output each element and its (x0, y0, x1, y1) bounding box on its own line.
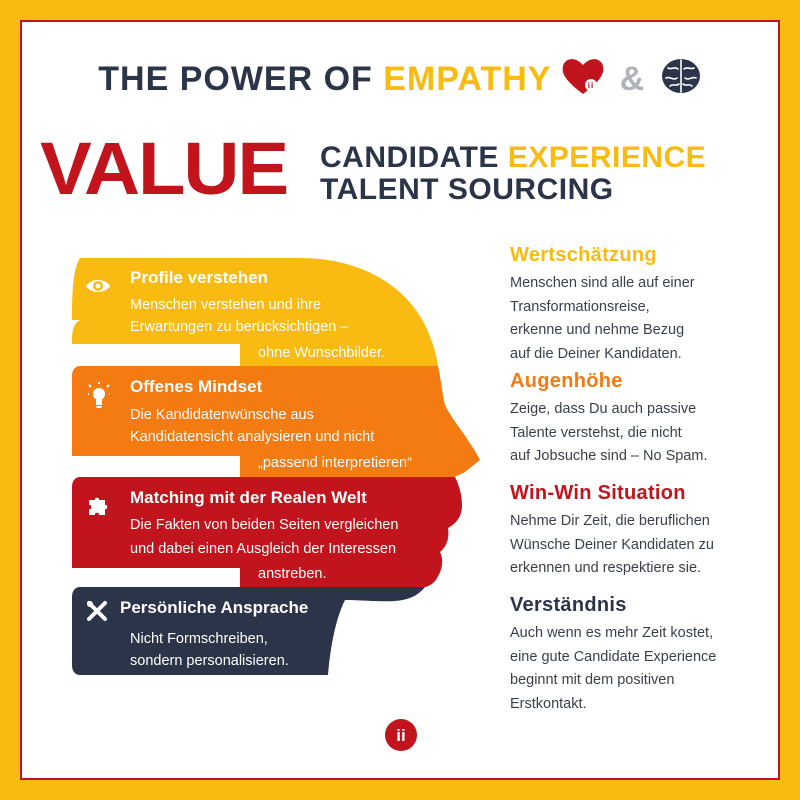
right-text-augenhoehe: Zeige, dass Du auch passive Talente vers… (510, 401, 708, 464)
value-line-1: CANDIDATE EXPERIENCE (320, 141, 707, 174)
right-title-wertschaetzung: Wertschätzung (510, 244, 657, 266)
band-orange-shape (72, 366, 480, 477)
logo-badge: ii (384, 718, 418, 757)
heart-icon: ii (561, 56, 605, 105)
band-yellow-shape (72, 258, 438, 366)
value-subtitle: CANDIDATE EXPERIENCE TALENT SOURCING (320, 142, 706, 206)
band-text-ansprache-1: Nicht Formschreiben, (130, 631, 268, 647)
band-title-mindset: Offenes Mindset (130, 377, 263, 396)
logo-text: ii (396, 726, 405, 745)
tools-icon (86, 600, 108, 627)
eye-icon (84, 276, 112, 301)
right-text-wertschaetzung: Menschen sind alle auf einer Transformat… (510, 275, 695, 362)
value-title: VALUE (40, 127, 289, 210)
right-section-winwin: Win-Win Situation Nehme Dir Zeit, die be… (510, 482, 770, 581)
band-text-mindset-1: Die Kandidatenwünsche aus (130, 407, 314, 423)
right-title-augenhoehe: Augenhöhe (510, 370, 623, 392)
ampersand: & (619, 60, 646, 98)
band-red-shape (72, 477, 462, 587)
band-text-matching-3: anstreben. (258, 566, 327, 582)
band-title-profile: Profile verstehen (130, 268, 268, 287)
band-text-profile-1: Menschen verstehen und ihre (130, 297, 322, 313)
right-section-wertschaetzung: Wertschätzung Menschen sind alle auf ein… (510, 244, 770, 366)
band-navy-shape (72, 587, 425, 675)
right-text-verstaendnis: Auch wenn es mehr Zeit kostet, eine gute… (510, 625, 717, 712)
band-text-mindset-2: Kandidatensicht analysieren und nicht (130, 429, 375, 445)
band-text-mindset-3: „passend interpretieren“ (258, 455, 412, 471)
puzzle-icon (86, 494, 110, 523)
headline: THE POWER OF EMPATHY ii & (0, 56, 800, 105)
headline-highlight: EMPATHY (383, 60, 551, 98)
band-text-profile-3: ohne Wunschbilder. (258, 345, 386, 361)
brain-icon (660, 56, 702, 105)
headline-text: THE POWER OF (98, 60, 384, 98)
lightbulb-icon (87, 382, 111, 417)
right-text-winwin: Nehme Dir Zeit, die beruflichen Wünsche … (510, 513, 714, 576)
band-title-matching: Matching mit der Realen Welt (130, 488, 367, 507)
band-text-matching-2: und dabei einen Ausgleich der Interessen (130, 541, 397, 557)
svg-text:ii: ii (588, 81, 594, 90)
right-title-winwin: Win-Win Situation (510, 482, 686, 504)
band-title-ansprache: Persönliche Ansprache (120, 598, 309, 617)
right-section-verstaendnis: Verständnis Auch wenn es mehr Zeit koste… (510, 594, 770, 716)
band-text-ansprache-2: sondern personalisieren. (130, 653, 289, 669)
band-text-matching-1: Die Fakten von beiden Seiten vergleichen (130, 517, 399, 533)
value-line-2: TALENT SOURCING (320, 173, 614, 206)
right-title-verstaendnis: Verständnis (510, 594, 627, 616)
band-text-profile-2: Erwartungen zu berücksichtigen – (130, 319, 349, 335)
right-section-augenhoehe: Augenhöhe Zeige, dass Du auch passive Ta… (510, 370, 770, 469)
